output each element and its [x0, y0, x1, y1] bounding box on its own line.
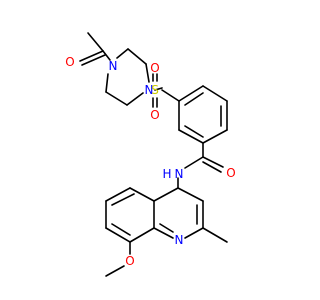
bond [116, 48, 129, 59]
bond [105, 265, 125, 277]
bond [81, 54, 106, 66]
amide-nitrogen-label: N [175, 167, 184, 181]
bond [153, 187, 179, 202]
bond [105, 73, 109, 93]
sulfonyl-oxygen-bottom-label: O [150, 108, 159, 122]
bond [105, 91, 128, 106]
bond [159, 223, 174, 233]
bond [87, 32, 104, 52]
bond [202, 129, 228, 144]
sulfur-label: S [151, 83, 159, 97]
piperazine-nitrogen-bottom-label: N [145, 83, 154, 97]
bond [102, 50, 111, 61]
bond [178, 129, 204, 144]
bond [153, 227, 174, 239]
molecule-diagram: O N N S O O O N H N O [65, 32, 236, 277]
bond [184, 92, 204, 106]
bond [79, 50, 104, 62]
bond [105, 227, 131, 243]
bond [129, 227, 155, 243]
piperazine-nitrogen-top-label: N [109, 59, 118, 73]
bond [184, 156, 204, 169]
bond [178, 85, 204, 102]
bond [202, 227, 228, 243]
structure-svg: O N N S O O O N H N O [65, 32, 236, 277]
bond [154, 87, 163, 91]
bond [184, 125, 204, 138]
bond [177, 187, 204, 202]
bond [111, 193, 135, 206]
bond [161, 89, 180, 102]
bond [202, 161, 222, 173]
bond [111, 223, 131, 236]
bond [105, 187, 131, 202]
bond [184, 227, 204, 239]
sulfonyl-oxygen-top-label: O [150, 61, 159, 75]
bond [145, 63, 150, 83]
amide-hydrogen-label: H [162, 167, 171, 181]
quinoline-nitrogen-label: N [175, 233, 184, 247]
bond [127, 48, 147, 65]
bond [202, 85, 228, 102]
bond [202, 156, 224, 168]
acetyl-oxygen-label: O [65, 55, 74, 69]
bond [129, 187, 155, 202]
amide-oxygen-label: O [226, 166, 235, 180]
bond [126, 92, 144, 106]
methoxy-oxygen-label: O [125, 254, 134, 268]
